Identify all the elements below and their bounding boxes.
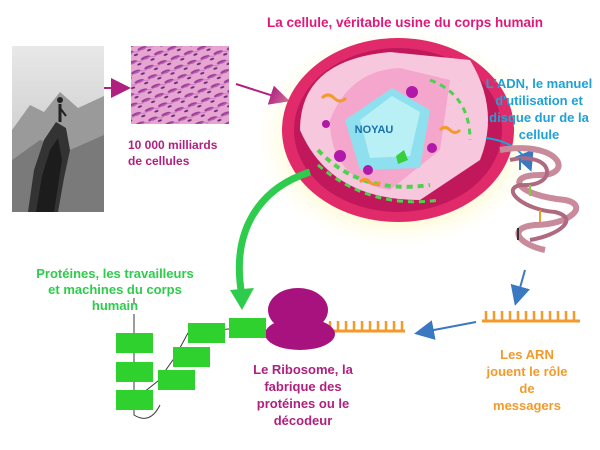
arn-label-line3: de xyxy=(519,381,535,396)
adn-label-line3: disque dur de la xyxy=(489,110,589,125)
nucleus-label: NOYAU xyxy=(354,124,394,136)
arn-label-line4: messagers xyxy=(493,398,561,413)
diagram-title: La cellule, véritable usine du corps hum… xyxy=(266,15,544,30)
proteins-label-line2: et machines du corps xyxy=(48,282,182,297)
climber-photo xyxy=(12,46,104,212)
arrow-cell-to-ribosome-head xyxy=(230,288,254,310)
protein-chain xyxy=(116,298,266,419)
arrow-rna-to-ribosome xyxy=(414,320,477,340)
arn-label: Les ARN jouent le rôle de messagers xyxy=(462,346,592,414)
cells-label-line1: 10 000 milliards xyxy=(128,138,218,152)
cells-label-line2: de cellules xyxy=(128,154,190,168)
arn-label-line2: jouent le rôle xyxy=(486,364,568,379)
ribosome-label-line1: Le Ribosome, la xyxy=(253,362,353,377)
arrow-cell-to-ribosome xyxy=(235,168,312,297)
adn-label-line2: d'utilisation et xyxy=(495,93,583,108)
ribosome xyxy=(265,288,405,350)
arrow-dna-to-rna xyxy=(510,269,530,306)
ribosome-label-line2: fabrique des xyxy=(264,379,342,394)
mrna-strand xyxy=(482,311,580,323)
adn-label-line1: L'ADN, le manuel xyxy=(485,76,593,91)
proteins-label-line1: Protéines, les travailleurs xyxy=(36,266,194,281)
cells-count-label: 10 000 milliards de cellules xyxy=(128,137,248,169)
arn-label-line1: Les ARN xyxy=(500,347,554,362)
cell-illustration xyxy=(256,28,540,248)
proteins-label-line3: humain xyxy=(91,298,139,313)
ribosome-label: Le Ribosome, la fabrique des protéines o… xyxy=(228,361,378,429)
adn-label-line4: cellule xyxy=(518,127,560,142)
proteins-label: Protéines, les travailleurs et machines … xyxy=(20,266,210,314)
adn-label: L'ADN, le manuel d'utilisation et disque… xyxy=(478,75,600,143)
tissue-micrograph xyxy=(131,46,229,124)
dna-helix xyxy=(485,137,580,253)
ribosome-label-line4: décodeur xyxy=(273,413,333,428)
ribosome-label-line3: protéines ou le xyxy=(256,396,350,411)
